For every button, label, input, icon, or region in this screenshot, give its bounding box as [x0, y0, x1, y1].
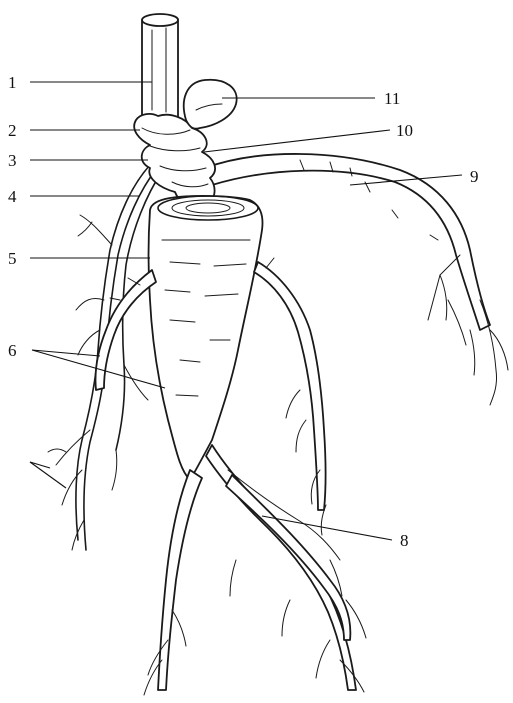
label-3: 3 [8, 151, 17, 170]
leader-10 [204, 130, 390, 152]
label-8: 8 [400, 531, 409, 550]
label-5: 5 [8, 249, 17, 268]
lower-roots [144, 445, 366, 695]
leader-7b [30, 462, 66, 488]
renewal-bud [184, 80, 237, 129]
main-root-body [149, 196, 263, 480]
label-10: 10 [396, 121, 413, 140]
label-2: 2 [8, 121, 17, 140]
root-illustration [48, 14, 508, 695]
label-6: 6 [8, 341, 17, 360]
leader-7a [30, 462, 50, 468]
label-1: 1 [8, 73, 17, 92]
label-4: 4 [8, 187, 17, 206]
label-11: 11 [384, 89, 400, 108]
label-9: 9 [470, 167, 479, 186]
